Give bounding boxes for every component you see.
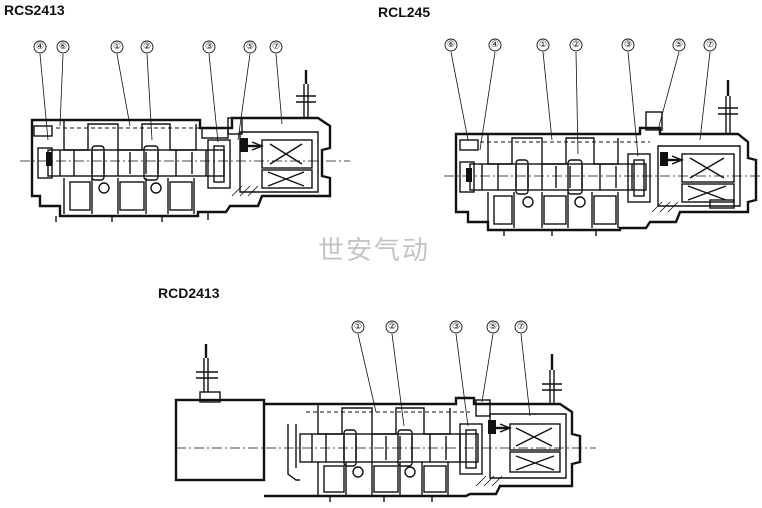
callout-7: ⑦ [517,322,525,332]
callout-7: ⑦ [272,42,280,52]
diagram-title-rcl245: RCL245 [378,4,431,20]
callout-6: ⑥ [447,40,455,50]
callout-1: ① [113,42,121,52]
callout-6: ⑥ [59,42,67,52]
callout-2: ② [143,42,151,52]
callout-3: ③ [205,42,213,52]
callout-1: ① [354,322,362,332]
valve-rcs2413 [20,70,350,222]
callout-5: ⑤ [246,42,254,52]
diagram-title-rcs2413: RCS2413 [4,2,65,18]
callout-5: ⑤ [675,40,683,50]
diagram-title-rcd2413: RCD2413 [158,285,220,301]
callout-2: ② [572,40,580,50]
callout-4: ④ [491,40,499,50]
callout-3: ③ [624,40,632,50]
valve-rcd2413 [174,344,596,502]
callout-1: ① [539,40,547,50]
callouts-rcs2413: ④ ⑥ ① ② ③ ⑤ ⑦ [33,40,283,143]
callout-5: ⑤ [489,322,497,332]
callout-4: ④ [36,42,44,52]
callouts-rcd2413: ① ② ③ ⑤ ⑦ [351,320,531,427]
valve-rcl245 [444,80,760,236]
callout-2: ② [388,322,396,332]
callout-7: ⑦ [706,40,714,50]
callout-3: ③ [452,322,460,332]
watermark: 世安气动 [318,236,431,266]
callouts-rcl245: ⑥ ④ ① ② ③ ⑤ ⑦ [444,38,717,157]
